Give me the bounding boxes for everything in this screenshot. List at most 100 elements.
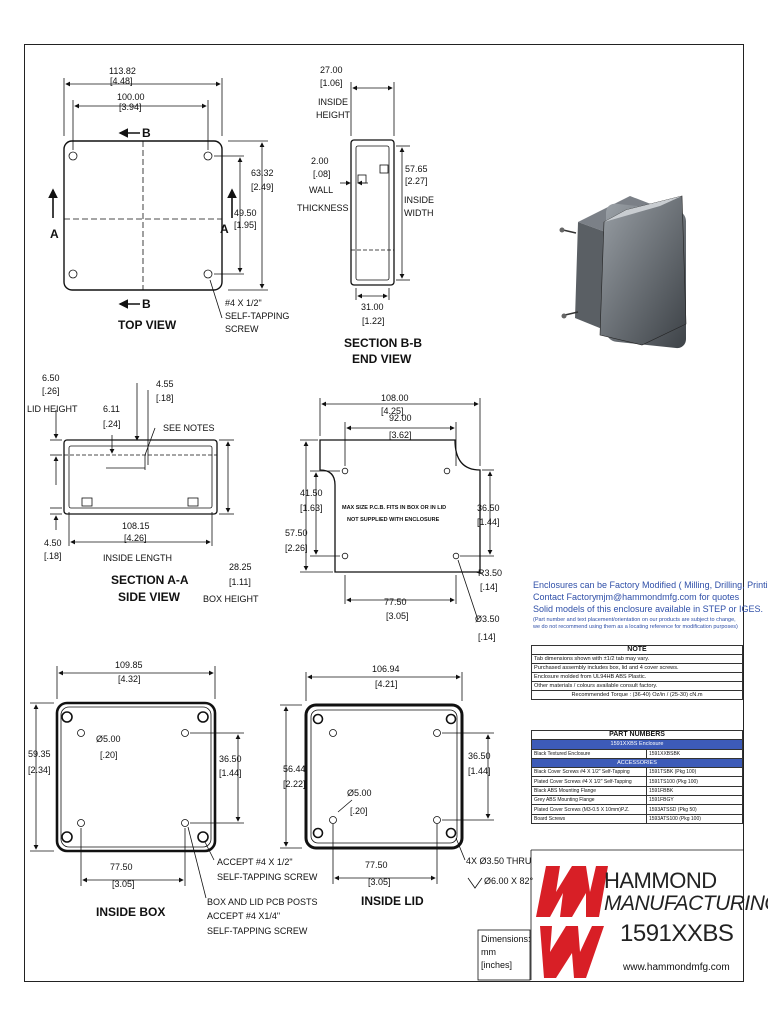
dim-lid-height-in: [.26] bbox=[42, 386, 60, 396]
part-number: 1593ATSSD (Pkg 50) bbox=[646, 804, 743, 815]
label-box-height: BOX HEIGHT bbox=[203, 594, 259, 604]
section-b-top: B bbox=[142, 126, 151, 140]
label-thickness: THICKNESS bbox=[297, 203, 349, 213]
part-desc: Plated Cover Screws (M3-0.5 X 10mm)P.Z. bbox=[531, 804, 647, 815]
posts-note-2: ACCEPT #4 X1/4" bbox=[207, 911, 281, 921]
dim-pcb-w1-in: [4.25] bbox=[381, 406, 404, 416]
dim-box-bottom-in: [3.05] bbox=[112, 879, 135, 889]
part-number: 1591TS100 (Pkg 100) bbox=[646, 776, 743, 787]
thru-note-1: 4X Ø3.50 THRU bbox=[466, 856, 532, 866]
dim-lid-h2-in: [1.44] bbox=[468, 766, 491, 776]
dim-overall-length: 113.82 bbox=[109, 66, 136, 76]
table-row: Plated Cover Screws #4 X 1/2" Self-Tappi… bbox=[531, 776, 743, 787]
note-row: Purchased assembly includes box, lid and… bbox=[531, 663, 743, 673]
dim-pcb-h2: 57.50 bbox=[285, 528, 308, 538]
dim-611-in: [.24] bbox=[103, 419, 121, 429]
dims-label-2: mm bbox=[481, 947, 496, 957]
dims-label-1: Dimensions: bbox=[481, 934, 531, 944]
dim-inside-height-in: [1.06] bbox=[320, 78, 343, 88]
dim-lid-w: 106.94 bbox=[372, 664, 400, 674]
dim-box-bottom: 77.50 bbox=[110, 862, 133, 872]
label-inside-width-2: WIDTH bbox=[404, 208, 434, 218]
side-view-title-2: SIDE VIEW bbox=[118, 590, 181, 604]
note-row: Enclosure molded from UL94HB ABS Plastic… bbox=[531, 672, 743, 682]
part-desc: Board Screws bbox=[531, 813, 647, 824]
dim-box-w: 109.85 bbox=[115, 660, 143, 670]
part-desc: Grey ABS Mounting Flange bbox=[531, 795, 647, 806]
note-row: Tab dimensions shown with ±1/2 tab may v… bbox=[531, 654, 743, 664]
info-disclaimer-2: we do not recommend using them as a loca… bbox=[533, 624, 738, 630]
dim-inside-length-in: [4.26] bbox=[124, 533, 147, 543]
info-contact-label: Contact Factory bbox=[533, 592, 597, 602]
section-b-bottom: B bbox=[142, 297, 151, 311]
posts-note-1: BOX AND LID PCB POSTS bbox=[207, 897, 318, 907]
note-table-header: NOTE bbox=[531, 645, 743, 655]
dim-inside-height: 27.00 bbox=[320, 65, 343, 75]
dim-box-h2: 36.50 bbox=[219, 754, 242, 764]
screw-note-1: #4 X 1/2" bbox=[225, 298, 262, 308]
company-url[interactable]: www.hammondmfg.com bbox=[623, 962, 730, 973]
dim-wall: 2.00 bbox=[311, 156, 329, 166]
dim-lid-bottom: 77.50 bbox=[365, 860, 388, 870]
label-inside-length: INSIDE LENGTH bbox=[103, 553, 173, 563]
dim-screw-spacing-in: [3.94] bbox=[119, 102, 142, 112]
inside-lid-title: INSIDE LID bbox=[361, 894, 424, 908]
dim-box-h-in: [2.34] bbox=[28, 765, 51, 775]
part-number: 1591XXBSBK bbox=[646, 748, 743, 759]
dim-611: 6.11 bbox=[103, 404, 120, 414]
dim-inside-length: 108.15 bbox=[122, 521, 150, 531]
dim-lid-height: 6.50 bbox=[42, 373, 60, 383]
top-view-title: TOP VIEW bbox=[118, 318, 177, 332]
info-disclaimer-1: (Part number and text placement/orientat… bbox=[533, 617, 736, 623]
enclosure-3d-render bbox=[559, 195, 687, 349]
inside-box-title: INSIDE BOX bbox=[96, 905, 166, 919]
label-inside-width-1: INSIDE bbox=[404, 195, 435, 205]
dim-pcb-h3-in: [1.44] bbox=[477, 517, 500, 527]
dim-box-h: 59.35 bbox=[28, 749, 51, 759]
info-modify: Enclosures can be Factory Modified ( Mil… bbox=[533, 580, 768, 590]
dim-screw-spacing: 100.00 bbox=[117, 92, 145, 102]
dim-455-in: [.18] bbox=[156, 393, 174, 403]
part-table-header: PART NUMBERS bbox=[531, 729, 743, 741]
company-name-2: MANUFACTURING. bbox=[604, 892, 768, 915]
part-band-enclosure: 1591XXBS Enclosure bbox=[531, 739, 743, 750]
pcb-outline-drawing bbox=[300, 398, 494, 621]
dim-pcb-bottom: 77.50 bbox=[384, 597, 407, 607]
dim-pcb-h1: 41.50 bbox=[300, 488, 323, 498]
dim-box-h2-in: [1.44] bbox=[219, 768, 242, 778]
dim-box-post-in: [.20] bbox=[100, 750, 118, 760]
pcb-note-1: MAX SIZE P.C.B. FITS IN BOX OR IN LID bbox=[342, 505, 447, 511]
dim-pcb-bottom-in: [3.05] bbox=[386, 611, 409, 621]
pcb-note-2: NOT SUPPLIED WITH ENCLOSURE bbox=[347, 517, 440, 523]
drawing-sheet bbox=[24, 44, 744, 982]
note-row-torque: Recommended Torque : (36-40) Oz/in / (25… bbox=[531, 690, 743, 700]
table-row: Black Cover Screws #4 X 1/2" Self-Tappin… bbox=[531, 767, 743, 778]
part-numbers-table: PART NUMBERS 1591XXBS Enclosure Black Te… bbox=[531, 729, 743, 824]
dim-lid-h-in: [2.22] bbox=[283, 779, 306, 789]
part-desc: Black Textured Enclosure bbox=[531, 748, 647, 759]
dim-lid-bottom-in: [3.05] bbox=[368, 877, 391, 887]
note-table: NOTE Tab dimensions shown with ±1/2 tab … bbox=[531, 645, 743, 700]
see-notes-label: SEE NOTES bbox=[163, 423, 215, 433]
section-a-right: A bbox=[220, 222, 229, 236]
end-view-title-1: SECTION B-B bbox=[344, 336, 422, 350]
dims-label-3: [inches] bbox=[481, 960, 513, 970]
table-row: Plated Cover Screws (M3-0.5 X 10mm)P.Z.1… bbox=[531, 804, 743, 815]
info-contact-email[interactable]: mjm@hammondmfg.com for quotes bbox=[596, 592, 740, 602]
thru-note-2: Ø6.00 X 82° bbox=[484, 876, 534, 886]
dim-pcb-w2: 92.00 bbox=[389, 413, 412, 423]
dim-pcb-w1: 108.00 bbox=[381, 393, 409, 403]
dim-450-in: [.18] bbox=[44, 551, 62, 561]
dim-box-w-in: [4.32] bbox=[118, 674, 141, 684]
part-number: 1591FBBK bbox=[646, 785, 743, 797]
inside-box-drawing bbox=[30, 666, 244, 899]
label-lid-height: LID HEIGHT bbox=[27, 404, 78, 414]
dim-wall-in: [.08] bbox=[313, 169, 331, 179]
dim-overall-length-in: [4.48] bbox=[110, 76, 133, 86]
part-band-accessories: ACCESSORIES bbox=[531, 757, 743, 769]
label-wall: WALL bbox=[309, 185, 334, 195]
dim-pcb-hole: Ø3.50 bbox=[475, 614, 500, 624]
